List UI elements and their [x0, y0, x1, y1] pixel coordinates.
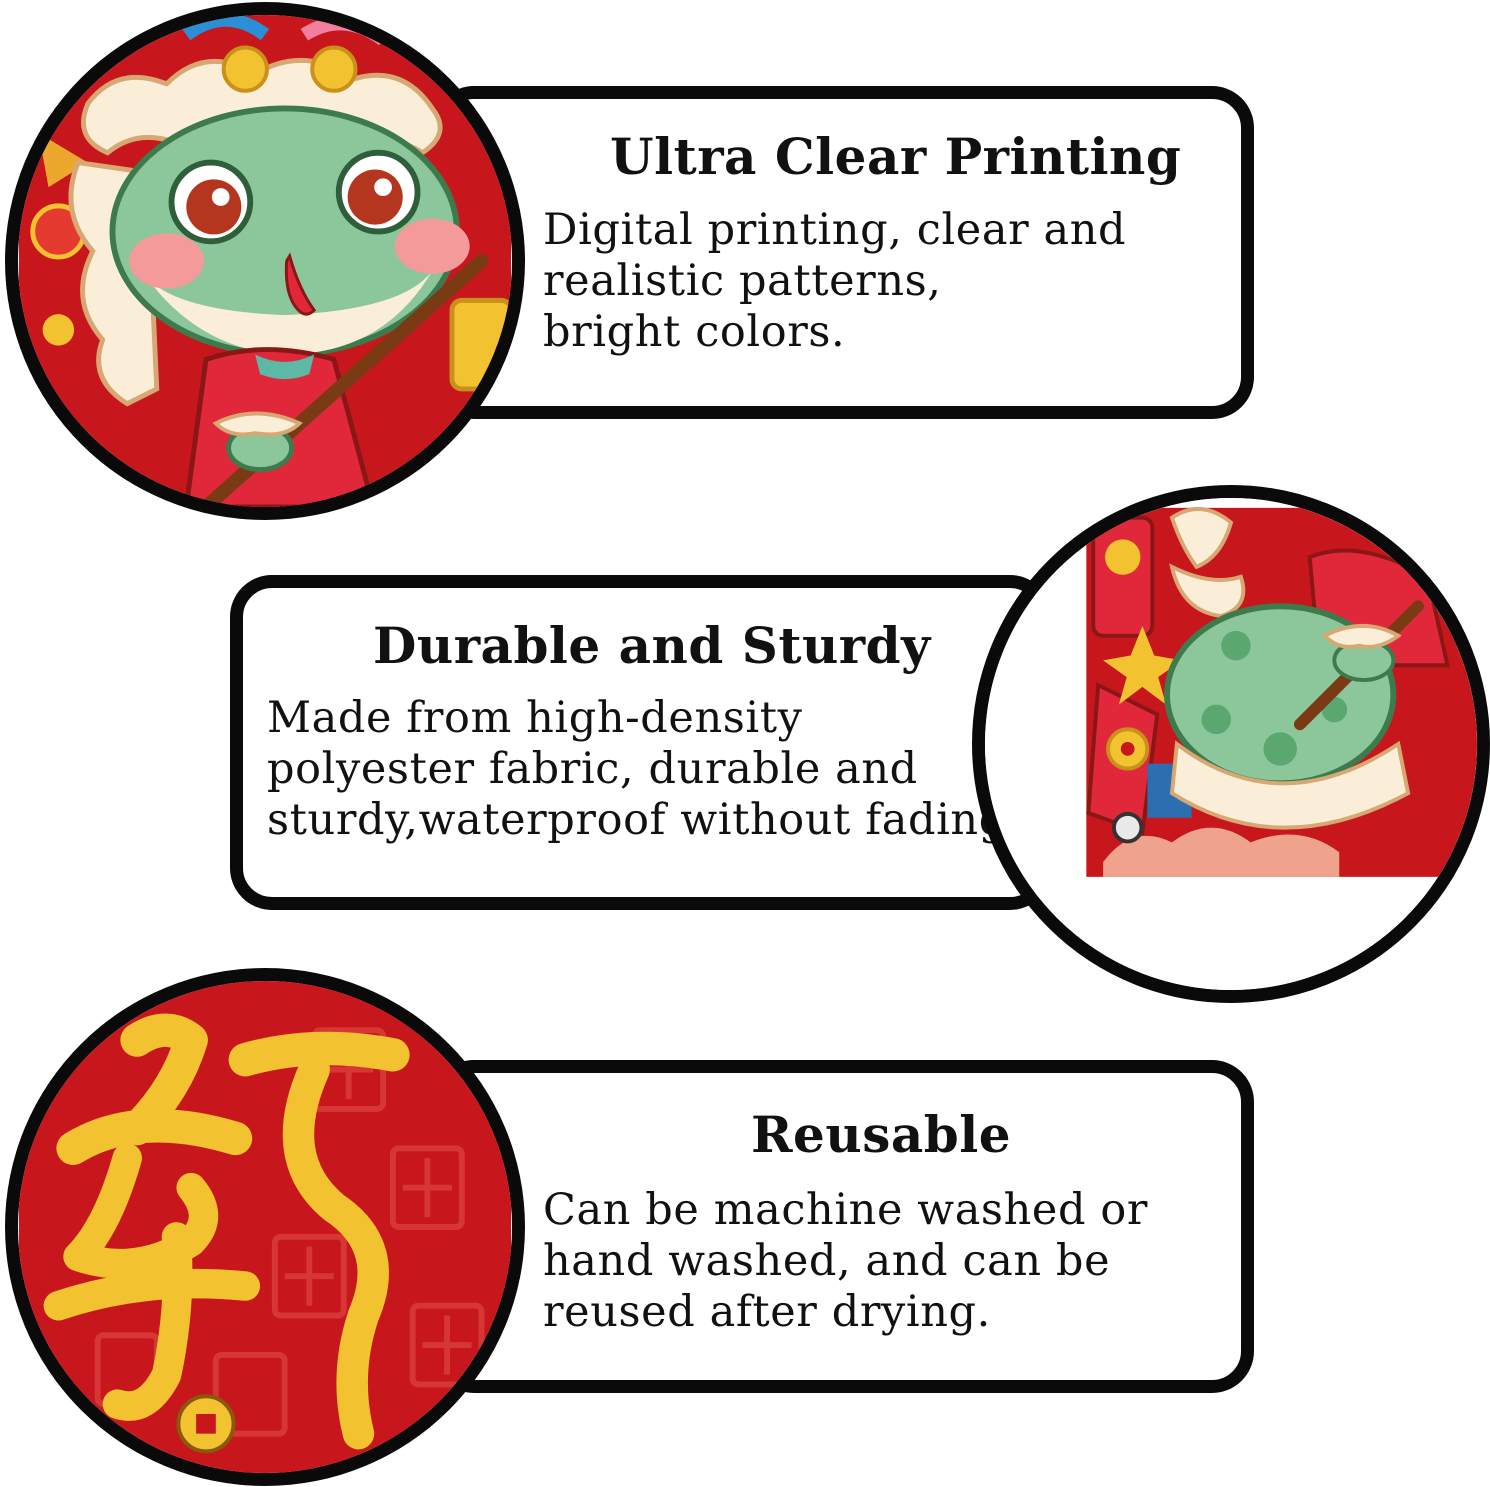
calligraphy-illustration [19, 981, 511, 1473]
snake-mascot-closeup-icon [5, 2, 525, 520]
description-line: Digital printing, clear and [543, 205, 1127, 255]
description-line: Can be machine washed or [543, 1185, 1148, 1235]
feature-description: Made from high-density polyester fabric,… [267, 693, 1021, 846]
description-line: sturdy,waterproof without fading. [267, 795, 1022, 845]
snake-mascot-illustration [19, 15, 512, 507]
feature-card-printing: Ultra Clear Printing Digital printing, c… [432, 86, 1254, 419]
drum-detail-illustration [985, 498, 1477, 990]
feature-description: Can be machine washed or hand washed, an… [543, 1185, 1148, 1338]
feature-description: Digital printing, clear and realistic pa… [543, 205, 1126, 358]
feature-title: Reusable [751, 1105, 1012, 1164]
description-line: Made from high-density [267, 693, 803, 743]
description-line: realistic patterns, [543, 256, 942, 306]
drum-detail-closeup-icon [972, 485, 1490, 1003]
description-line: reused after drying. [543, 1287, 991, 1337]
feature-card-durable: Durable and Sturdy Made from high-densit… [230, 575, 1052, 910]
feature-card-reusable: Reusable Can be machine washed or hand w… [432, 1060, 1254, 1393]
description-line: bright colors. [543, 307, 846, 357]
description-line: polyester fabric, durable and [267, 744, 918, 794]
description-line: hand washed, and can be [543, 1236, 1111, 1286]
feature-title: Ultra Clear Printing [610, 127, 1182, 186]
calligraphy-character-closeup-icon [5, 968, 525, 1486]
feature-title: Durable and Sturdy [373, 616, 931, 675]
